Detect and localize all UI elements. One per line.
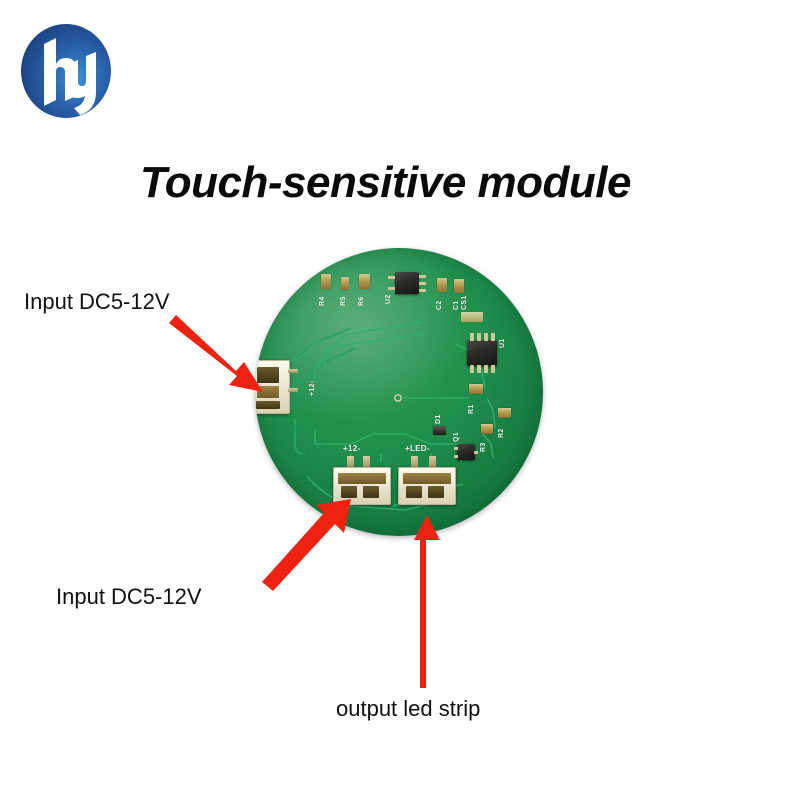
hy-logo-icon (21, 24, 111, 118)
label-input-power-bottom: Input DC5-12V (56, 584, 202, 609)
component-r2 (498, 408, 511, 418)
component-u1 (467, 340, 497, 366)
connector-j2-power-input[interactable] (333, 467, 391, 505)
label-output-led-strip: output led strip (336, 696, 481, 721)
connector-j1-power-input[interactable] (255, 360, 290, 414)
connector-j3-led-output[interactable] (398, 467, 456, 505)
pcb-module-image: R4 R5 R6 U2 C2 C1 CS1 (246, 240, 556, 545)
pcb-board: R4 R5 R6 U2 C2 C1 CS1 (255, 248, 543, 536)
component-r6 (359, 274, 370, 289)
component-r5 (341, 277, 349, 290)
component-r4 (321, 274, 331, 289)
component-u2 (395, 272, 419, 294)
component-d1 (433, 426, 446, 435)
component-q1 (457, 444, 475, 460)
component-c2 (437, 278, 447, 292)
hy-logo (16, 20, 116, 122)
silkscreen-j2: +12- (343, 444, 361, 453)
label-input-power-top: Input DC5-12V (24, 289, 170, 314)
silkscreen-j1: +12- (309, 380, 316, 396)
page-title: Touch-sensitive module (140, 158, 632, 207)
component-c1 (454, 279, 464, 293)
component-cs1 (461, 312, 483, 322)
silkscreen-j3: +LED- (405, 444, 430, 453)
component-r3 (481, 424, 493, 434)
component-r1 (469, 384, 483, 394)
